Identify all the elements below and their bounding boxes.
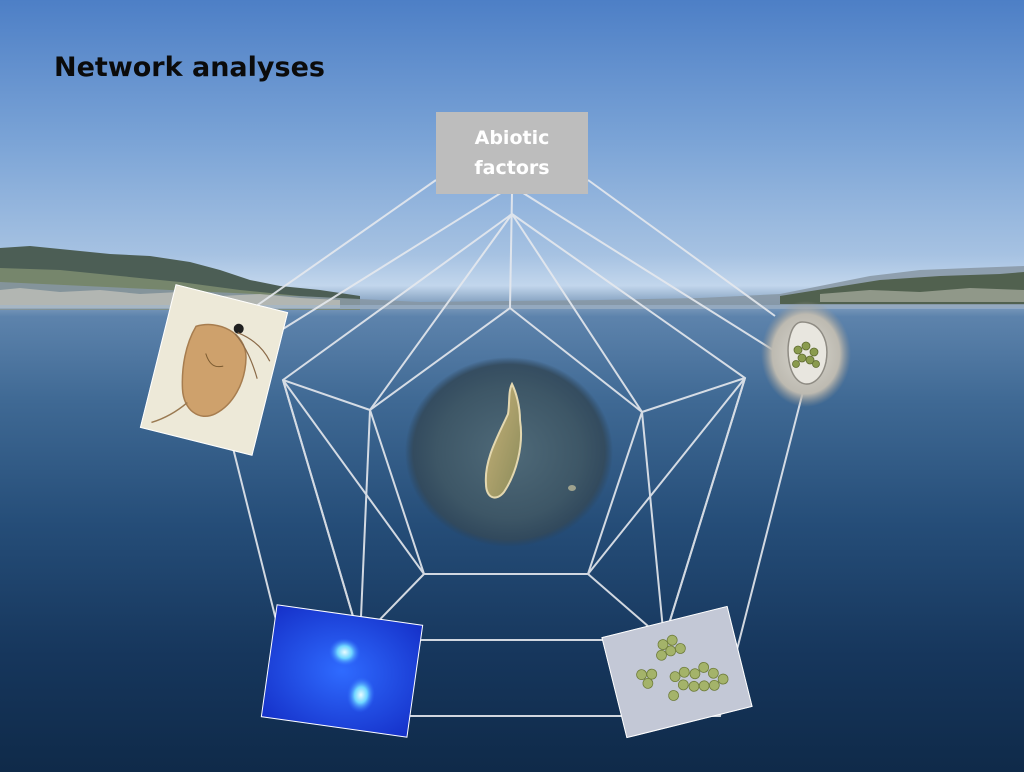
ciliate-center-image xyxy=(404,356,614,548)
green-algae-colony-image xyxy=(601,605,753,739)
abiotic-factors-node: Abiotic factors xyxy=(436,112,588,194)
fluorescent-cells-image xyxy=(260,604,424,738)
green-ciliate-image xyxy=(760,300,852,408)
middle-pentagon xyxy=(281,212,747,641)
daphnia-image xyxy=(139,284,289,456)
slide-title: Network analyses xyxy=(54,52,325,83)
inner-pentagon xyxy=(368,306,644,575)
